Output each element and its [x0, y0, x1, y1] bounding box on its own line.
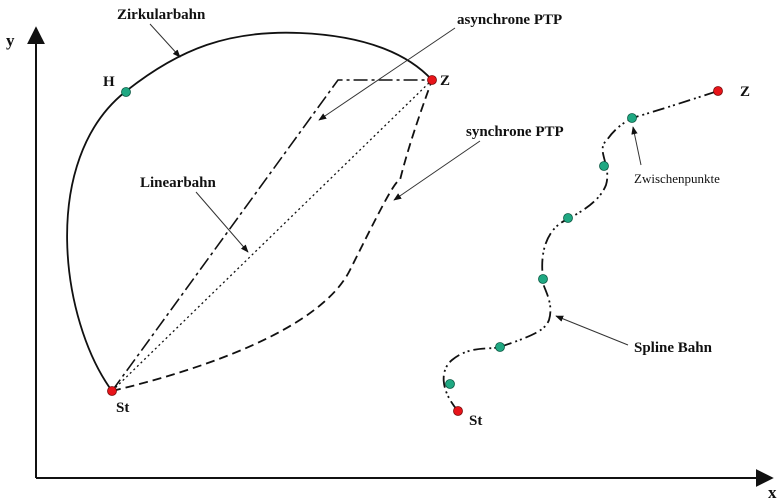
label-spline-bahn: Spline Bahn [634, 340, 713, 356]
label-zwischenpunkte: Zwischenpunkte [634, 171, 720, 186]
point-label-h: H [103, 74, 115, 90]
linear-path [111, 79, 433, 392]
label-synchrone-ptp: synchrone PTP [466, 124, 564, 140]
arrow-zirkularbahn [149, 23, 181, 58]
point-label-z-right: Z [740, 84, 750, 100]
intermediate-point-2 [495, 342, 505, 352]
point-label-z-left: Z [440, 73, 450, 89]
arrow-asynchrone-ptp [318, 27, 456, 121]
label-linearbahn: Linearbahn [140, 175, 217, 191]
y-axis-label: y [6, 31, 15, 50]
zirkular-path [66, 31, 433, 392]
intermediate-point-4 [563, 213, 573, 223]
intermediate-point-5 [599, 161, 609, 171]
x-axis-label: x [768, 483, 777, 502]
arrow-linearbahn [195, 191, 249, 253]
intermediate-point-6 [627, 113, 637, 123]
arrow-synchrone-ptp [393, 140, 481, 201]
help-point-h [121, 87, 131, 97]
sync-ptp-path [111, 79, 433, 392]
label-zirkularbahn: Zirkularbahn [117, 7, 206, 23]
label-asynchrone-ptp: asynchrone PTP [457, 12, 562, 28]
arrow-spline-bahn [555, 315, 629, 346]
start-point-left [107, 386, 117, 396]
point-label-st-left: St [116, 400, 129, 416]
point-label-st-right: St [469, 413, 482, 429]
target-point-left [427, 75, 437, 85]
arrow-zwischenpunkte [631, 126, 642, 166]
start-point-right [453, 406, 463, 416]
target-point-right [713, 86, 723, 96]
spline-path [442, 90, 719, 412]
intermediate-point-1 [445, 379, 455, 389]
intermediate-point-3 [538, 274, 548, 284]
async-ptp-path [111, 79, 432, 392]
